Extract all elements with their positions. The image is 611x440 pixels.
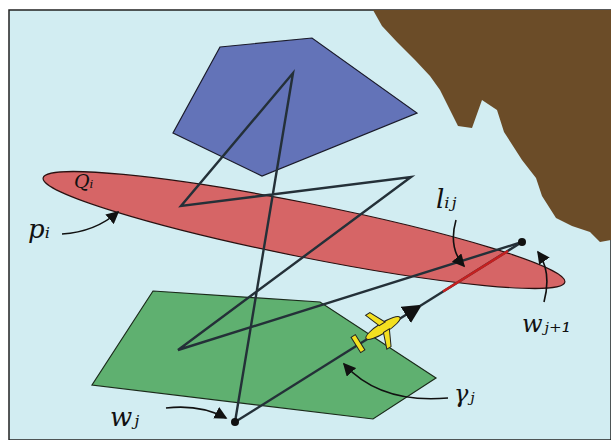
waypoint-label: wⱼ₊₁ <box>522 312 571 336</box>
path-label: γⱼ <box>454 382 475 406</box>
waypoint-label: wⱼ <box>110 404 139 430</box>
aircraft <box>345 300 410 361</box>
waypoint-dot <box>231 418 239 426</box>
region-ellipse: Qᵢ <box>36 160 572 300</box>
ellipse-shape <box>36 160 572 300</box>
water <box>9 10 611 440</box>
target-polygon <box>92 291 436 419</box>
land <box>373 10 611 242</box>
segment-label: lᵢⱼ <box>436 186 456 212</box>
obstacle-polygon <box>173 38 417 176</box>
position-label: pᵢ <box>28 216 50 242</box>
region-label: Qᵢ <box>74 172 93 191</box>
waypoint-dot <box>518 238 526 246</box>
path-segment <box>235 306 420 422</box>
